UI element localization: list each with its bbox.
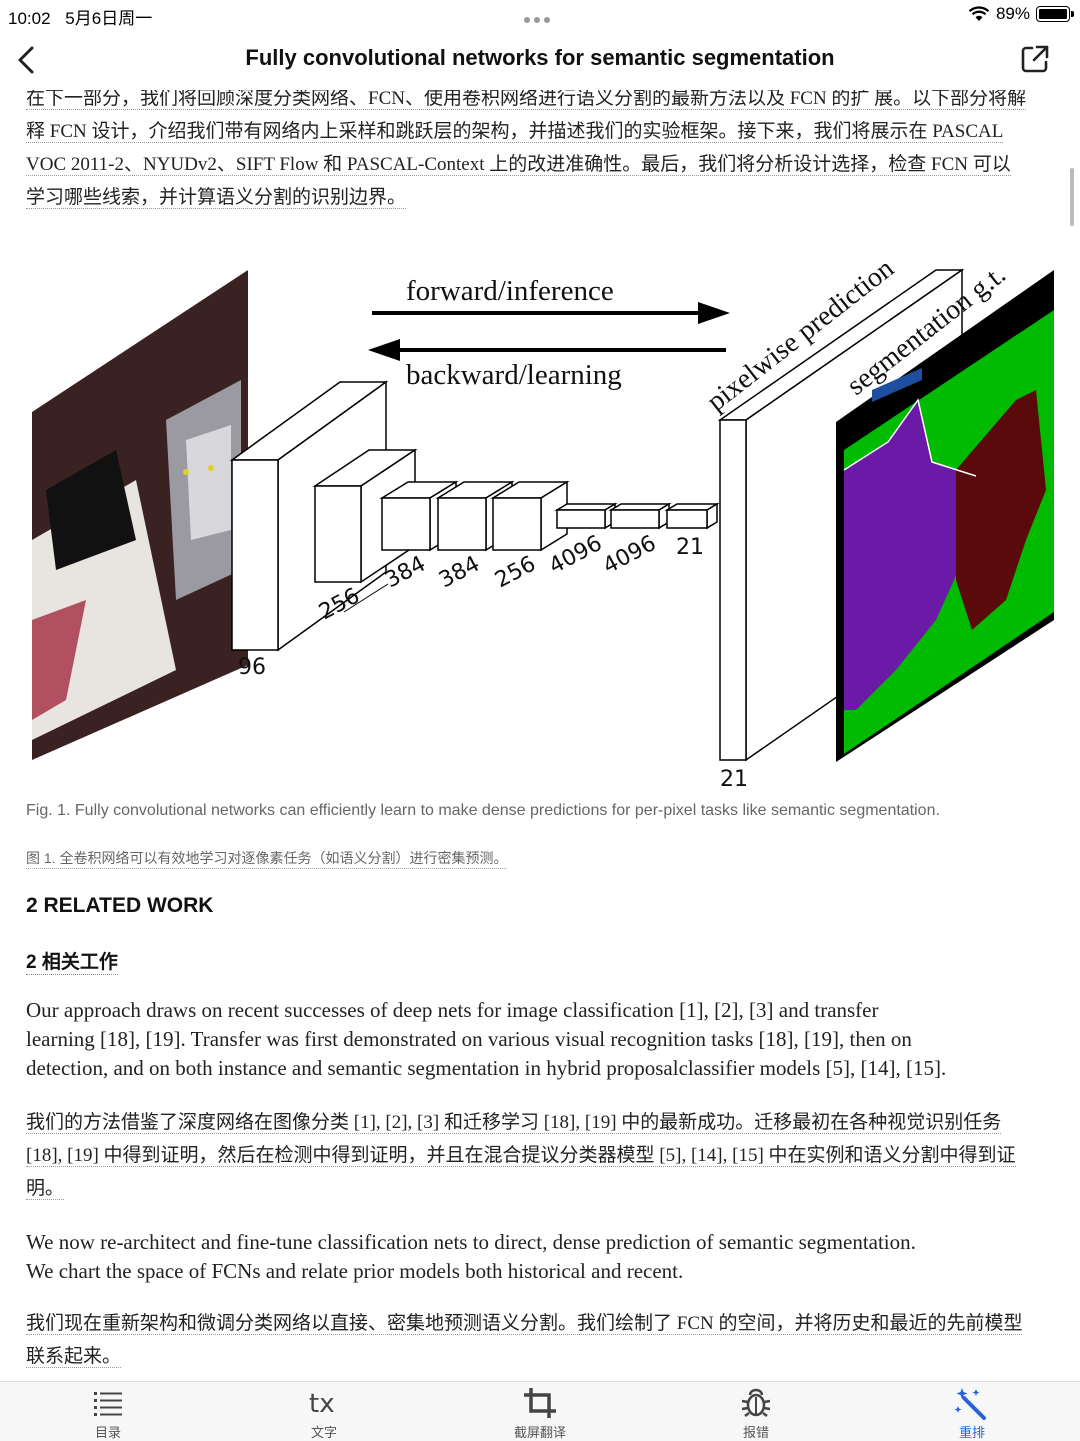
scrollbar-thumb[interactable] <box>1070 168 1074 226</box>
battery-icon <box>1036 6 1074 22</box>
text-line: We now re-architect and fine-tune classi… <box>26 1230 916 1254</box>
text-line: 在下一部分，我们将回顾深度分类网络、FCN、使用卷积网络进行语义分割的最新方法以… <box>26 90 1027 110</box>
text-line: Our approach draws on recent successes o… <box>26 998 879 1022</box>
text-icon: tx <box>309 1389 335 1419</box>
toolbar-item-reflow[interactable]: 重排 <box>864 1382 1080 1441</box>
text-line: 联系起来。 <box>26 1346 122 1368</box>
text-line: [18], [19] 中得到证明，然后在检测中得到证明，并且在混合提议分类器模型… <box>26 1145 1016 1167</box>
toolbar-label: 截屏翻译 <box>513 1425 566 1440</box>
layer-label-4096: 4096 <box>599 531 660 579</box>
layer-label-21: 21 <box>676 535 704 560</box>
section-heading-zh[interactable]: 2 相关工作 <box>26 947 118 975</box>
rearchitect-paragraph-en: We now re-architect and fine-tune classi… <box>26 1228 1056 1286</box>
text-line: 学习哪些线索，并计算语义分割的识别边界。 <box>26 187 407 209</box>
section-heading-en: 2 RELATED WORK <box>26 894 214 917</box>
layer-label-256: 256 <box>491 552 540 594</box>
toolbar-label: 重排 <box>958 1425 985 1440</box>
figure-caption-zh[interactable]: 图 1. 全卷积网络可以有效地学习对逐像素任务（如语义分割）进行密集预测。 <box>26 848 508 869</box>
forward-label: forward/inference <box>406 275 614 307</box>
output-label-21: 21 <box>720 767 748 792</box>
text-line: learning [18], [19]. Transfer was first … <box>26 1027 912 1051</box>
bottom-toolbar: 目录 tx 文字 截屏翻译 报错 <box>0 1381 1080 1441</box>
bug-icon <box>741 1388 771 1417</box>
rearchitect-paragraph-zh[interactable]: 我们现在重新架构和微调分类网络以直接、密集地预测语义分割。我们绘制了 FCN 的… <box>26 1307 1056 1373</box>
segmentation-gt-image <box>836 270 1054 762</box>
toolbar-item-screenshot-translate[interactable]: 截屏翻译 <box>432 1382 648 1441</box>
toolbar-item-text[interactable]: tx 文字 <box>216 1382 432 1441</box>
back-button[interactable] <box>10 42 46 78</box>
intro-paragraph-zh[interactable]: 在下一部分，我们将回顾深度分类网络、FCN、使用卷积网络进行语义分割的最新方法以… <box>26 90 1056 214</box>
toolbar-label: 文字 <box>310 1425 337 1440</box>
text-line: VOC 2011-2、NYUDv2、SIFT Flow 和 PASCAL-Con… <box>26 154 1011 176</box>
crop-icon <box>524 1388 556 1418</box>
fcn-figure: forward/inference backward/learning <box>32 253 1054 792</box>
svg-text:tx: tx <box>309 1389 335 1419</box>
magic-wand-icon <box>954 1388 986 1420</box>
toolbar-label: 报错 <box>742 1425 769 1440</box>
page-title: Fully convolutional networks for semanti… <box>245 45 835 70</box>
text-line: 我们的方法借鉴了深度网络在图像分类 [1], [2], [3] 和迁移学习 [1… <box>26 1112 1002 1134</box>
status-left: 10:02 5月6日周一 <box>8 4 162 29</box>
text-line: 释 FCN 设计，介绍我们带有网络内上采样和跳跃层的架构，并描述我们的实验框架。… <box>26 121 1004 143</box>
navigation-bar: Fully convolutional networks for semanti… <box>0 30 1080 90</box>
toolbar-item-report-error[interactable]: 报错 <box>648 1382 864 1441</box>
text-line: We chart the space of FCNs and relate pr… <box>26 1259 684 1283</box>
input-photo <box>32 270 248 760</box>
layer-label-384: 384 <box>435 552 484 594</box>
share-button[interactable] <box>1018 42 1052 76</box>
multitasking-dots[interactable] <box>524 10 556 23</box>
figure-caption-en: Fig. 1. Fully convolutional networks can… <box>26 802 940 819</box>
status-time: 10:02 <box>8 9 51 28</box>
status-date: 5月6日周一 <box>65 9 153 28</box>
toolbar-label: 目录 <box>94 1425 121 1440</box>
status-right: 89% <box>968 4 1074 24</box>
related-work-paragraph-en: Our approach draws on recent successes o… <box>26 996 1056 1083</box>
layer-label-96: 96 <box>238 655 266 680</box>
document-content[interactable]: 在下一部分，我们将回顾深度分类网络、FCN、使用卷积网络进行语义分割的最新方法以… <box>0 90 1080 1380</box>
related-work-paragraph-zh[interactable]: 我们的方法借鉴了深度网络在图像分类 [1], [2], [3] 和迁移学习 [1… <box>26 1106 1056 1205</box>
list-icon <box>94 1392 122 1416</box>
battery-percent: 89% <box>995 4 1030 23</box>
wifi-icon <box>968 6 990 21</box>
toolbar-item-contents[interactable]: 目录 <box>0 1382 216 1441</box>
text-line: detection, and on both instance and sema… <box>26 1056 947 1080</box>
status-bar: 10:02 5月6日周一 89% <box>0 0 1080 28</box>
text-line: 我们现在重新架构和微调分类网络以直接、密集地预测语义分割。我们绘制了 FCN 的… <box>26 1313 1023 1335</box>
text-line: 明。 <box>26 1178 65 1200</box>
backward-label: backward/learning <box>406 359 622 391</box>
